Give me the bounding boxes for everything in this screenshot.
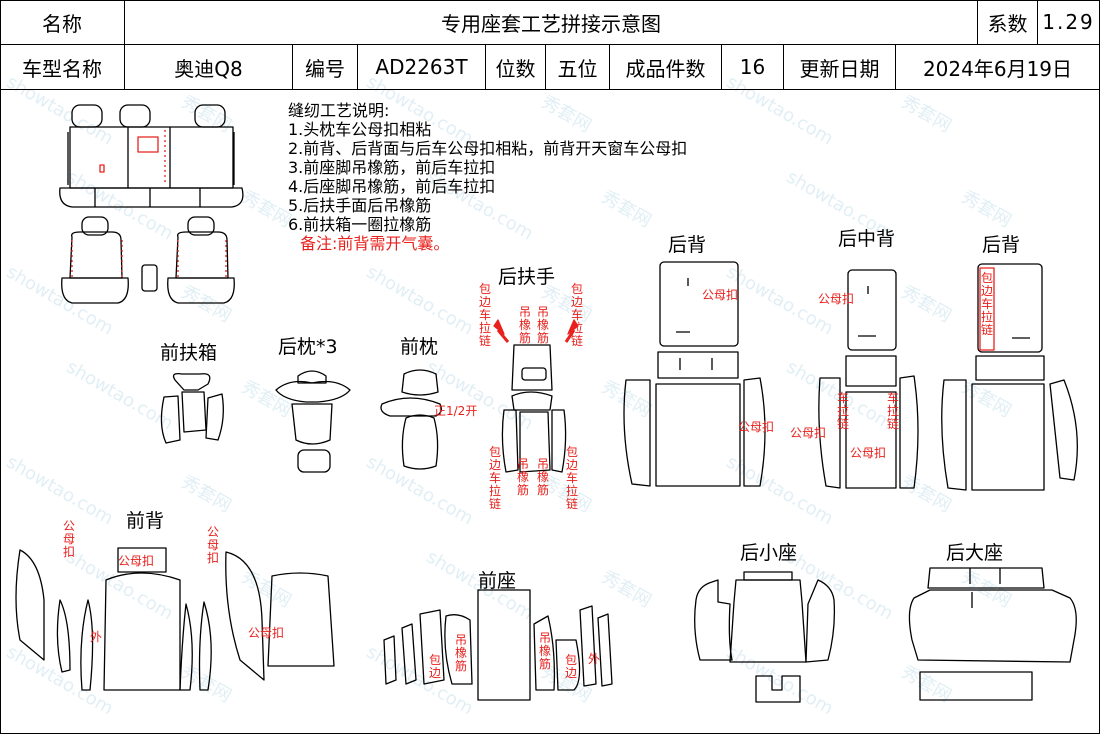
note-item: 5.后扶手面后吊橡筋 (288, 196, 432, 215)
annotation-snap: 公母扣 (248, 626, 285, 640)
date-label: 更新日期 (784, 45, 896, 90)
code-label: 编号 (293, 45, 358, 90)
section-label-rear-mid-back: 后中背 (838, 228, 896, 250)
annotation-snap: 公母扣 (738, 420, 775, 434)
section-label-front-box: 前扶箱 (160, 342, 218, 364)
note-item: 1.头枕车公母扣相粘 (288, 120, 432, 139)
section-label-rear-armrest: 后扶手 (498, 266, 556, 288)
coefficient-label: 系数 (978, 0, 1038, 45)
rear-mid-back-pattern (818, 269, 919, 489)
sewing-notes: 缝纫工艺说明: 1.头枕车公母扣相粘 2.前背、后背面与后车公母扣相粘，前背开天… (288, 101, 687, 253)
rear-pillow-pattern (275, 370, 351, 473)
section-label-front-pillow: 前枕 (400, 336, 439, 358)
header-table: 名称 专用座套工艺拼接示意图 系数 1.29 车型名称 奥迪Q8 编号 AD22… (0, 0, 1100, 90)
section-label-front-back: 前背 (126, 510, 165, 532)
annotation-snap: 公母扣 (702, 288, 739, 302)
model-value: 奥迪Q8 (125, 45, 293, 90)
annotation-snap: 公母扣 (206, 525, 219, 565)
annotation-outer: 外 (90, 630, 103, 644)
annotation-binding: 包边 (428, 653, 441, 680)
date-value: 2024年6月19日 (896, 45, 1100, 90)
annotation-elastic: 吊橡筋 (536, 457, 549, 497)
section-label-rear-small-seat: 后小座 (740, 542, 798, 564)
annotation-elastic: 吊橡筋 (454, 633, 467, 673)
note-item: 3.前座脚吊橡筋，前后车拉扣 (288, 158, 496, 177)
annotation-zip-binding: 包边车拉链 (980, 271, 993, 337)
annotation-elastic: 吊橡筋 (536, 305, 549, 345)
annotation-snap: 公母扣 (790, 426, 827, 440)
pieces-label: 成品件数 (610, 45, 722, 90)
front-back-pattern (15, 547, 335, 691)
rear-small-seat-pattern (694, 571, 836, 703)
annotation-front-slit: 正1/2开 (434, 404, 478, 418)
annotation-snap: 公母扣 (850, 446, 887, 460)
section-label-rear-big-seat: 后大座 (946, 542, 1004, 564)
note-item: 4.后座脚吊橡筋，前后车拉扣 (288, 177, 496, 196)
annotation-snap: 公母扣 (62, 519, 75, 559)
annotation-snap: 公母扣 (818, 292, 855, 306)
rear-back-right-pattern (941, 263, 1078, 491)
note-item: 2.前背、后背面与后车公母扣相粘，前背开天窗车公母扣 (288, 139, 688, 158)
notes-title: 缝纫工艺说明: (288, 101, 390, 120)
rear-back-left-pattern (623, 261, 766, 487)
annotation-zip-binding: 包边车拉链 (488, 445, 501, 511)
note-item: 6.前扶箱一圈拉橡筋 (288, 215, 432, 234)
pieces-value: 16 (722, 45, 784, 90)
annotation-vertical-zip: 车拉链 (886, 391, 899, 431)
section-label-front-seat: 前座 (478, 570, 517, 592)
front-seats-thumbnail (61, 216, 235, 304)
section-label-rear-back-left: 后背 (668, 234, 707, 256)
diagram-title: 专用座套工艺拼接示意图 (125, 0, 978, 45)
rear-armrest-pattern (493, 319, 579, 473)
rear-big-seat-pattern (908, 567, 1077, 701)
section-label-rear-pillow: 后枕*3 (278, 336, 338, 358)
section-label-rear-back-right: 后背 (982, 234, 1021, 256)
annotation-binding: 包边 (564, 653, 577, 680)
annotation-outer: 外 (588, 652, 601, 666)
annotation-elastic: 吊橡筋 (538, 631, 551, 671)
annotation-zip-binding: 包边车拉链 (570, 282, 583, 348)
code-value: AD2263T (358, 45, 486, 90)
annotation-zip-binding: 包边车拉链 (478, 282, 491, 348)
seats-label: 位数 (486, 45, 546, 90)
notes-remark: 备注:前背需开气囊。 (300, 234, 450, 253)
front-pillow-pattern (380, 369, 442, 470)
annotation-vertical-zip: 车拉链 (836, 391, 849, 431)
annotation-snap: 公母扣 (118, 554, 155, 568)
seats-value: 五位 (546, 45, 610, 90)
rear-bench-thumbnail (59, 104, 244, 208)
annotation-elastic: 吊橡筋 (516, 457, 529, 497)
name-label: 名称 (0, 0, 125, 45)
front-seat-pattern (383, 589, 613, 701)
front-box-pattern (160, 372, 224, 444)
model-label: 车型名称 (0, 45, 125, 90)
annotation-zip-binding: 包边车拉链 (565, 445, 578, 511)
annotation-elastic: 吊橡筋 (518, 305, 531, 345)
